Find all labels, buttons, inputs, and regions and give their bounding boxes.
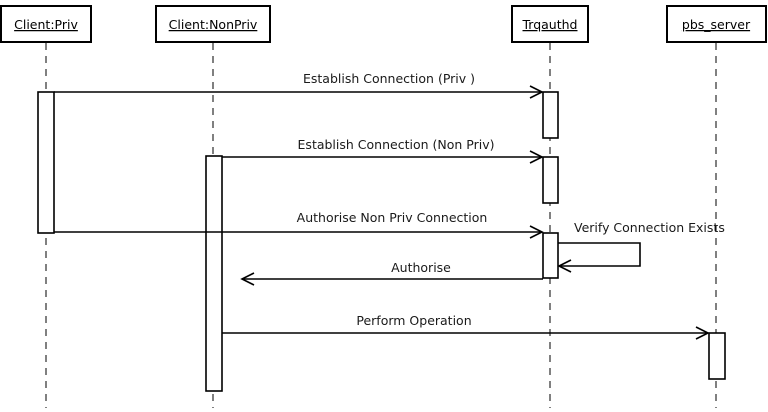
message-label: Perform Operation: [356, 313, 471, 328]
participant-trqauthd: Trqauthd: [511, 5, 589, 43]
participant-pbs-server: pbs_server: [666, 5, 767, 43]
participant-box: [511, 5, 589, 43]
arrow-head: [240, 272, 255, 286]
activation-trqauthd-1: [542, 91, 559, 139]
message-label: Verify Connection Exists: [574, 220, 725, 235]
participant-label: Client:Priv: [14, 17, 78, 32]
arrow-head: [529, 85, 544, 99]
message-authorise: Authorise: [240, 260, 543, 286]
participant-label: pbs_server: [682, 17, 751, 32]
message-label: Authorise: [391, 260, 451, 275]
message-perform: Perform Operation: [222, 313, 710, 340]
message-authorise-nonpriv: Authorise Non Priv Connection: [54, 210, 544, 239]
participant-box: [666, 5, 767, 43]
activation-trqauthd-2: [542, 156, 559, 204]
participant-box: [155, 5, 271, 43]
message-establish-priv: Establish Connection (Priv ): [54, 71, 544, 99]
message-label: Establish Connection (Priv ): [303, 71, 475, 86]
message-label: Authorise Non Priv Connection: [297, 210, 488, 225]
participant-label: Client:NonPriv: [169, 17, 258, 32]
message-label: Establish Connection (Non Priv): [298, 137, 495, 152]
participant-client-priv: Client:Priv: [0, 5, 92, 43]
message-verify: Verify Connection Exists: [557, 220, 725, 273]
arrow-head: [557, 259, 572, 273]
participant-label: Trqauthd: [522, 17, 578, 32]
participant-box: [0, 5, 92, 43]
participant-client-nonpriv: Client:NonPriv: [155, 5, 271, 43]
activation-client-nonpriv: [205, 155, 223, 392]
message-establish-nonpriv: Establish Connection (Non Priv): [222, 137, 544, 164]
activation-pbs-server: [708, 332, 726, 380]
arrow-head: [529, 225, 544, 239]
arrow-head: [529, 150, 544, 164]
activation-client-priv: [37, 91, 55, 234]
message-arrow-line: [558, 242, 641, 267]
activation-trqauthd-3: [542, 232, 559, 279]
arrow-head: [695, 326, 710, 340]
